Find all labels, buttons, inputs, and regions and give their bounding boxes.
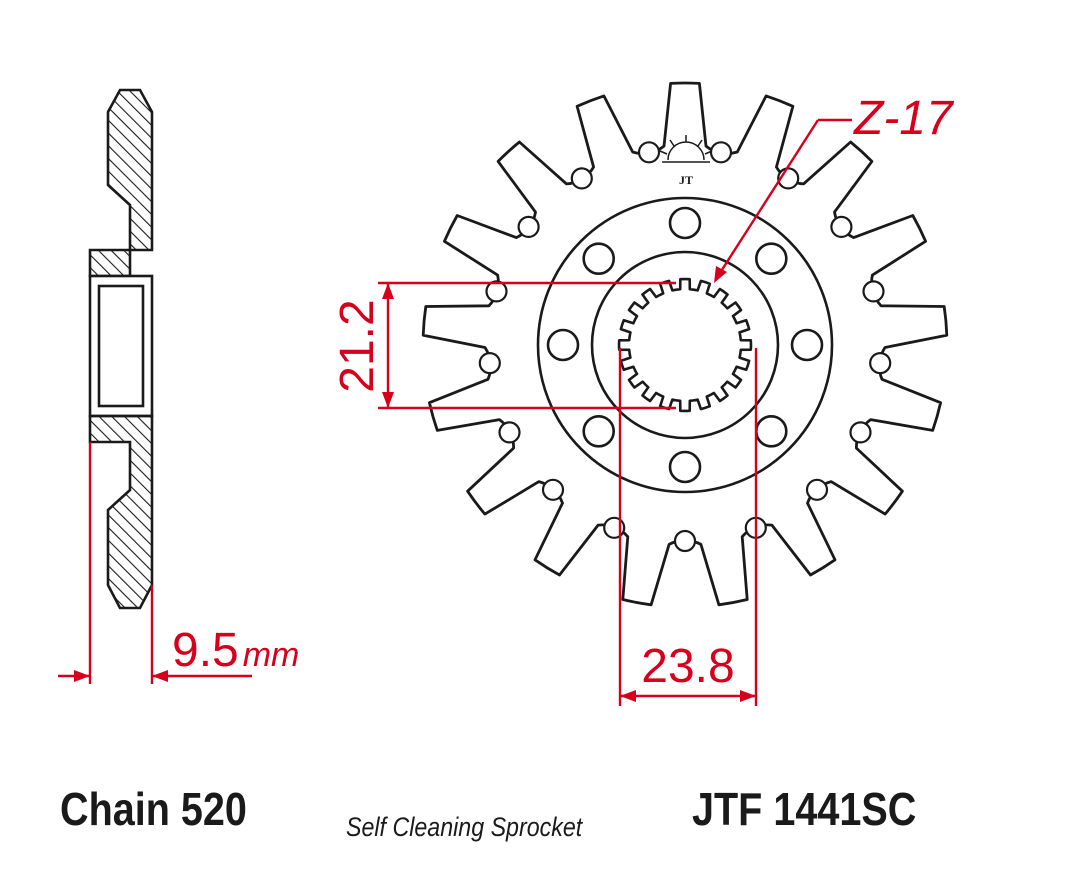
bolt-hole: [582, 242, 616, 276]
bolt-hole: [546, 328, 580, 362]
sprocket-front-view: JT: [421, 81, 949, 607]
relief-hole: [498, 421, 521, 444]
bolt-holes: [546, 206, 824, 484]
relief-hole: [862, 280, 885, 303]
thickness-value: 9.5: [172, 624, 239, 677]
relief-hole: [869, 352, 892, 375]
chain-size-label: Chain 520: [60, 783, 247, 835]
bolt-hole: [582, 414, 616, 448]
relief-hole: [805, 478, 829, 501]
relief-hole: [517, 215, 540, 238]
bolt-hole: [668, 450, 702, 484]
bolt-circle: [536, 196, 834, 494]
thickness-dimension: [58, 442, 252, 684]
part-number-label: JTF 1441SC: [692, 783, 917, 835]
thickness-unit: mm: [243, 636, 300, 674]
relief-hole: [849, 421, 872, 444]
bolt-hole: [668, 206, 702, 240]
relief-hole: [570, 167, 593, 190]
relief-hole: [478, 352, 501, 375]
relief-hole: [637, 141, 661, 164]
outer-spline-dimension: [618, 348, 758, 706]
relief-hole: [709, 141, 733, 164]
hub-bore: [97, 284, 145, 408]
inner-diameter-dimension: [378, 281, 676, 410]
upper-hatched-section: [88, 88, 154, 278]
side-section-view: [88, 88, 154, 610]
relief-hole: [485, 280, 508, 303]
inner-diameter-label: 21.2: [331, 299, 384, 392]
jt-sun-logo-icon: JT: [659, 135, 713, 187]
subtitle-label: Self Cleaning Sprocket: [346, 812, 583, 842]
hub-ring: [590, 250, 780, 440]
bolt-hole: [754, 242, 788, 276]
relief-hole: [541, 478, 565, 501]
tooth-relief-holes: [478, 141, 892, 553]
relief-hole: [830, 215, 853, 238]
svg-text:JT: JT: [679, 173, 693, 187]
bolt-hole: [754, 414, 788, 448]
lower-hatched-section: [88, 414, 154, 610]
outer-spline-label: 23.8: [641, 640, 734, 693]
tooth-count-leader: [714, 118, 852, 283]
tooth-count-label: Z-17: [853, 92, 955, 145]
bolt-hole: [790, 328, 824, 362]
relief-hole: [673, 529, 697, 553]
